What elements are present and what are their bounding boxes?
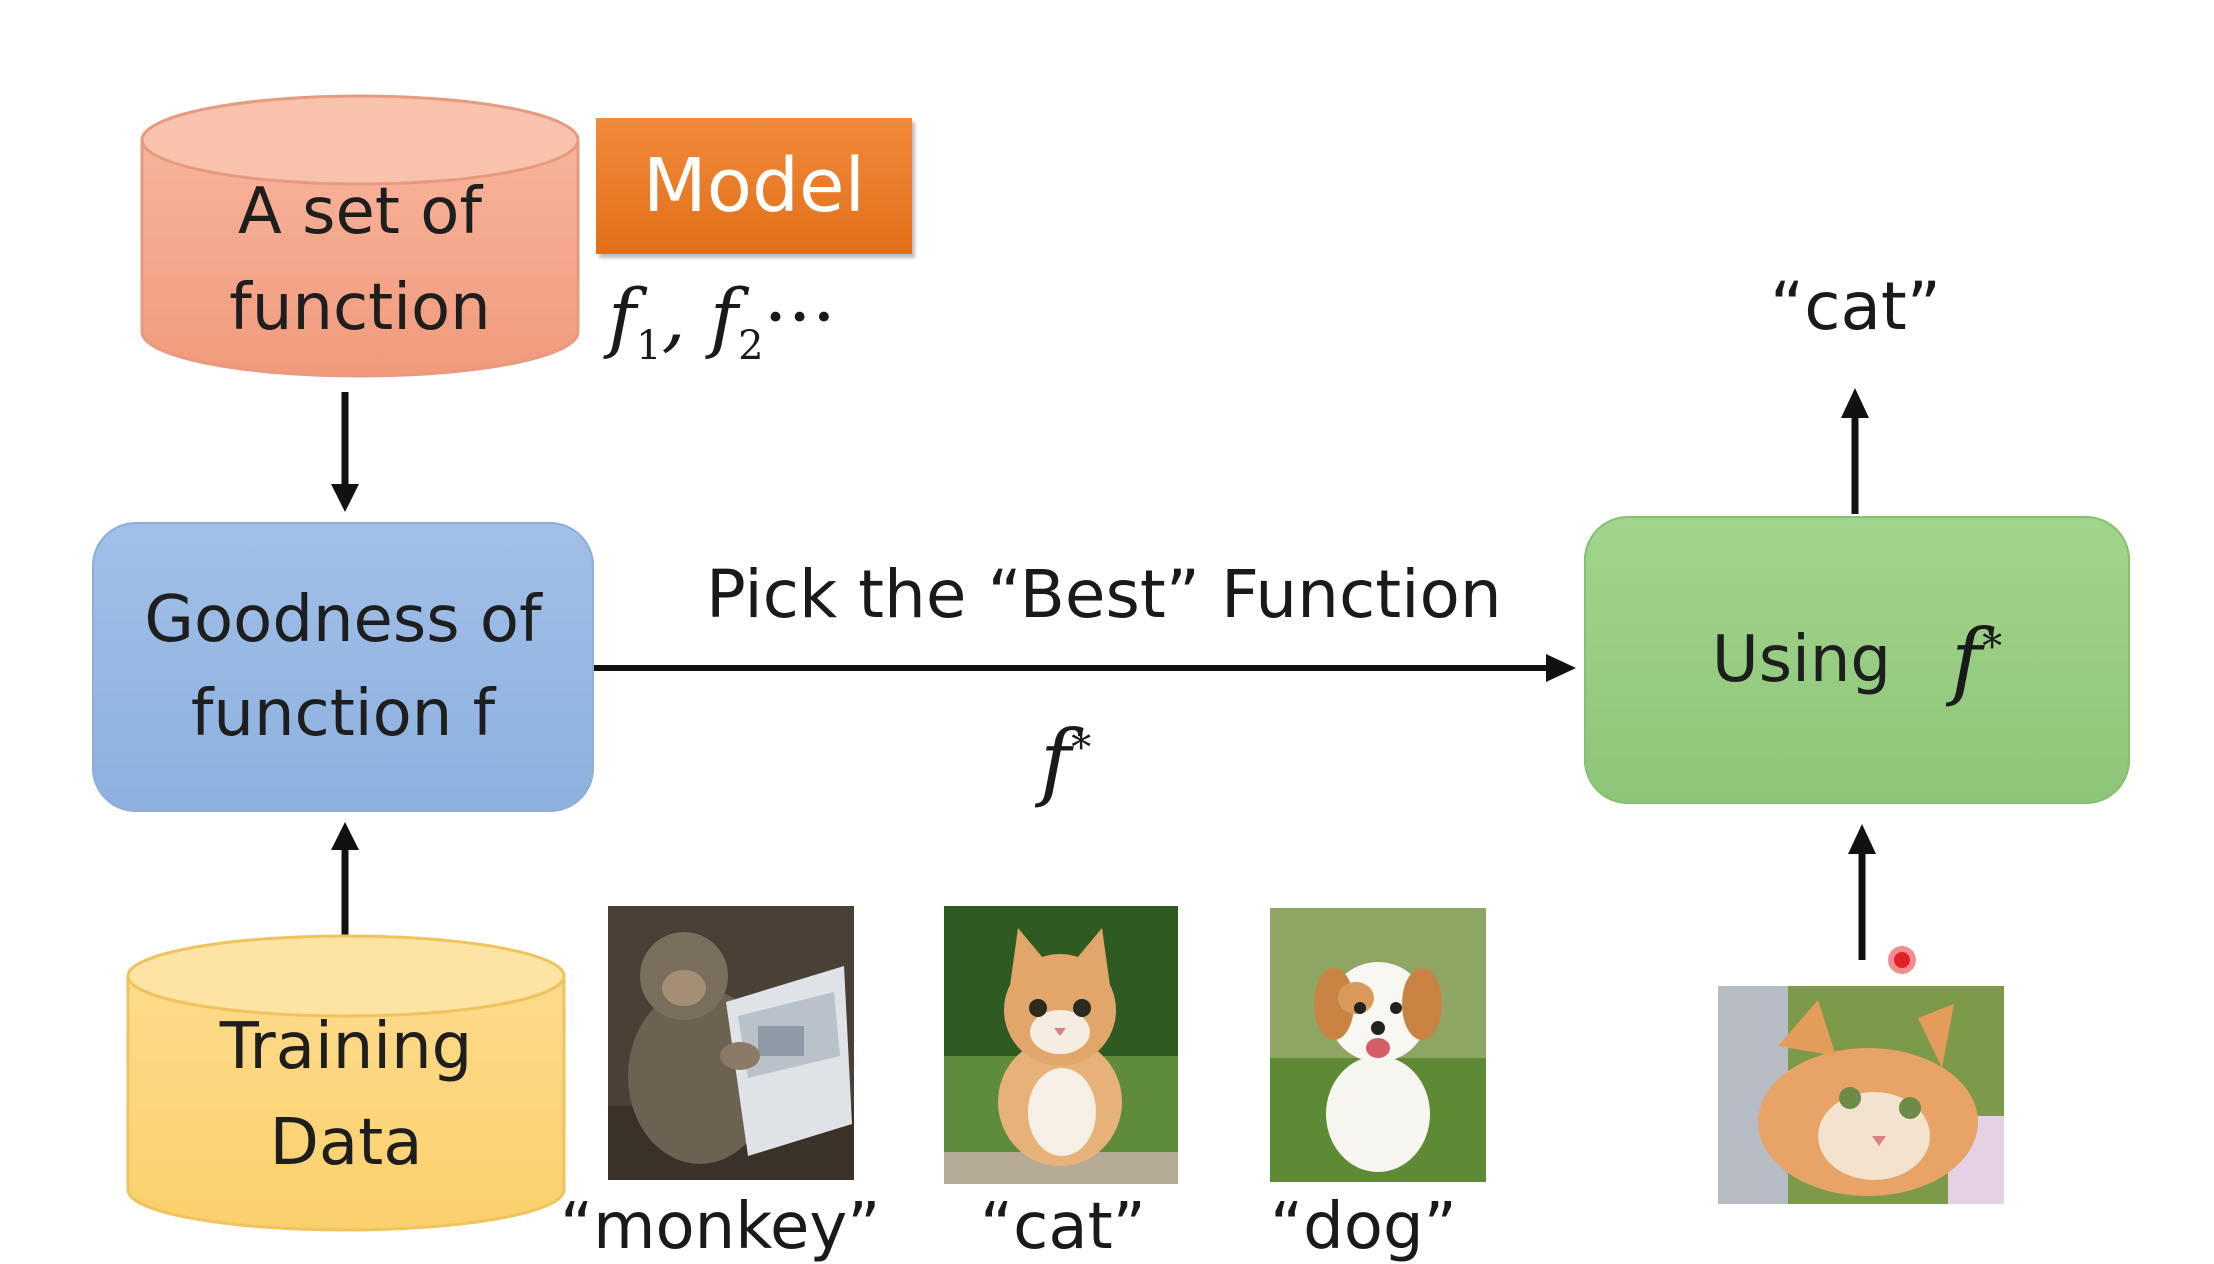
training-line2: Data [269,1106,423,1180]
lying-cat-photo [1718,986,2004,1204]
arrow-input-to-using [1848,824,1876,960]
function-set-line2: function [229,271,491,345]
caption-dog: “dog” [1270,1190,1457,1264]
training-line1: Training [219,1010,473,1084]
training-data-label: Training Data [124,1000,568,1190]
function-set-line1: A set of [238,175,482,249]
goodness-line2: function f [190,677,496,751]
arrow-pick-best [594,654,1576,682]
function-set-cylinder [140,94,580,378]
kitten-photo [944,906,1178,1184]
using-f-star-box: Using f* [1584,516,2130,804]
arrow-functions-to-goodness [331,392,359,512]
model-badge: Model [596,118,912,254]
goodness-of-function-box: Goodness of function f [92,522,594,812]
output-label: “cat” [1770,268,1941,345]
caption-monkey: “monkey” [560,1190,881,1264]
caption-cat: “cat” [980,1190,1146,1264]
f-star-math: f* [1040,712,1092,810]
function-set-label: A set of function [138,160,582,360]
pick-best-label: Pick the “Best” Function [706,556,1502,633]
function-list-math: f1, f2··· [608,272,836,370]
goodness-line1: Goodness of [144,583,542,657]
training-data-cylinder [126,934,566,1232]
using-label: Using [1711,623,1892,697]
arrow-using-to-output [1841,388,1869,514]
monkey-photo [608,906,854,1180]
using-f-star-math: f* [1951,611,2003,709]
puppy-photo [1270,908,1486,1182]
pointer-dot-icon [1888,946,1916,974]
